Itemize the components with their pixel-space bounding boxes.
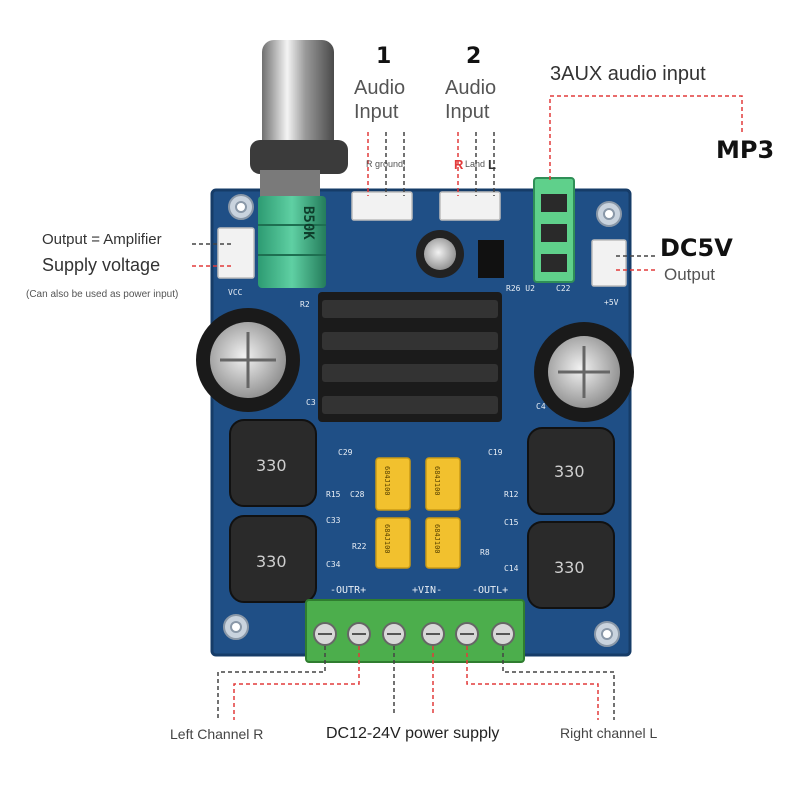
inductor-top-left [229, 419, 317, 507]
inductor-bottom-left [229, 515, 317, 603]
aux-jack [533, 177, 575, 283]
vin-label: +VIN- [412, 585, 443, 596]
supply-voltage-label: Supply voltage [42, 255, 161, 275]
c15-label: C15 [504, 518, 519, 527]
mp3-label: MP3 [716, 136, 775, 164]
film-cap-2-label: 684J100 [433, 466, 441, 496]
plus5v-label: +5V [604, 298, 619, 307]
callout-aux [549, 95, 743, 180]
c28-label: C28 [350, 490, 365, 499]
c3-label: C3 [306, 398, 316, 407]
input-1-pin-labels: R ground! [366, 159, 406, 169]
callout-left-red [233, 646, 360, 720]
aux-input-label: 3AUX audio input [550, 63, 706, 85]
screw-terminal-block [305, 599, 525, 663]
film-cap-1-label: 684J100 [383, 466, 391, 496]
dc-power-supply-label: DC12-24V power supply [326, 725, 500, 742]
film-cap-1 [375, 457, 411, 511]
input-2-pin-l: L [488, 157, 496, 172]
r15-label: R15 [326, 490, 341, 499]
volume-knob [250, 40, 348, 200]
film-cap-2 [425, 457, 461, 511]
r26-label: R26 U2 [506, 284, 535, 293]
inductor-1-label: 330 [256, 456, 287, 475]
small-capacitor [416, 230, 464, 278]
left-channel-label: Left Channel R [170, 726, 264, 742]
c4-label: C4 [536, 402, 546, 411]
outr-label: -OUTR+ [330, 585, 367, 596]
callout-right-black [502, 646, 615, 720]
c19-label: C19 [488, 448, 503, 457]
film-cap-3-label: 684J100 [383, 524, 391, 554]
right-channel-label: Right channel L [560, 725, 658, 741]
vcc-label: VCC [228, 288, 243, 297]
c14-label: C14 [504, 564, 519, 573]
r8-label: R8 [480, 548, 490, 557]
heatsink [318, 292, 502, 422]
c29-label: C29 [338, 448, 353, 457]
film-cap-4-label: 684J100 [433, 524, 441, 554]
input-1-title-input: Input [354, 101, 399, 123]
inductor-4-label: 330 [554, 558, 585, 577]
supply-output-connector [217, 227, 255, 279]
supply-note-label: (Can also be used as power input) [26, 289, 179, 300]
input-2-title-audio: Audio [445, 77, 497, 99]
film-cap-4 [425, 517, 461, 569]
inductor-2-label: 330 [256, 552, 287, 571]
c34-label: C34 [326, 560, 341, 569]
dc5v-output-label: Output [664, 265, 716, 284]
mounting-holes [223, 194, 622, 647]
input-2-connector [439, 191, 501, 221]
pot-label: B50K [300, 206, 316, 240]
input-1-connector [351, 191, 413, 221]
c33-label: C33 [326, 516, 341, 525]
inductor-bottom-right [527, 521, 615, 609]
potentiometer-body [258, 196, 326, 288]
input-2-number: 2 [466, 44, 482, 69]
r2-label: R2 [300, 300, 310, 309]
r12-label: R12 [504, 490, 519, 499]
inductor-top-right [527, 427, 615, 515]
input-2-pin-r: R [454, 157, 464, 172]
callout-left-black [217, 646, 326, 720]
input-1-number: 1 [376, 44, 392, 69]
dc5v-label: DC5V [660, 234, 733, 262]
c22-label: C22 [556, 284, 571, 293]
input-2-pin-land: Land [465, 159, 486, 169]
input-2-title-input: Input [445, 101, 490, 123]
dc5v-output-connector [591, 239, 627, 287]
film-cap-3 [375, 517, 411, 569]
outl-label: -OUTL+ [472, 585, 509, 596]
input-1-title-audio: Audio [354, 77, 406, 99]
regulator-chip [478, 240, 504, 278]
large-capacitor-right [534, 322, 634, 422]
inductor-3-label: 330 [554, 462, 585, 481]
r22-label: R22 [352, 542, 367, 551]
output-amplifier-label: Output = Amplifier [42, 231, 162, 248]
large-capacitor-left [196, 308, 300, 412]
